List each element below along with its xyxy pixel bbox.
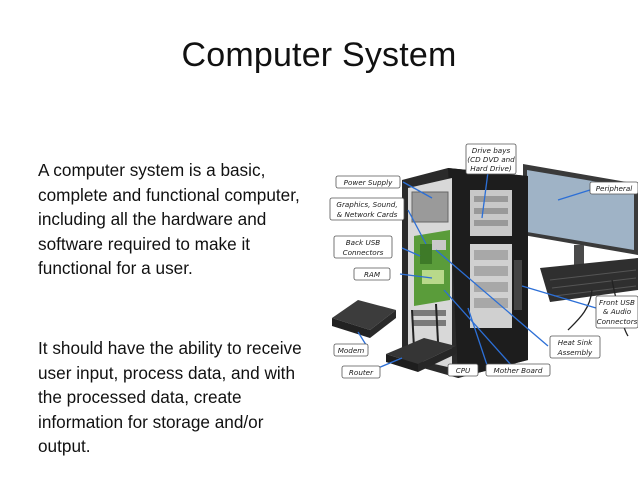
drive-bays-label-line-3: Hard Drive) xyxy=(470,164,512,173)
abilities-paragraph: It should have the ability to receive us… xyxy=(38,338,302,457)
drive-bays-label-line-2: (CD DVD and xyxy=(467,155,515,164)
slide-title: Computer System xyxy=(181,36,457,74)
back-usb-label-line-1: Back USB xyxy=(346,238,381,247)
front-usb-label-line-1: Front USB xyxy=(599,298,635,307)
front-usb-label-line-2: & Audio xyxy=(603,307,632,316)
keyboard-illustration xyxy=(540,258,638,302)
heat-sink-label-line-2: Assembly xyxy=(557,348,593,357)
peripheral-label: Peripheral xyxy=(596,184,633,193)
peripheral-label-box xyxy=(589,181,638,195)
ram-label: RAM xyxy=(364,270,381,279)
cpu-label: CPU xyxy=(456,366,471,375)
mother-board-label: Mother Board xyxy=(494,366,543,375)
tower-case-illustration xyxy=(402,168,528,378)
drive-bays-label-box xyxy=(465,143,517,175)
router-label: Router xyxy=(349,368,374,377)
graphics-label-box xyxy=(329,197,405,221)
front-usb-label-box xyxy=(595,295,638,329)
router-illustration xyxy=(386,303,456,372)
router-label-box xyxy=(341,365,381,379)
back-usb-label-box xyxy=(333,235,393,259)
power-supply-label-box xyxy=(335,175,401,189)
computer-components-diagram: Drive bays (CD DVD and Hard Drive) Power… xyxy=(328,140,638,390)
mother-board-label-box xyxy=(485,363,551,377)
modem-label-box xyxy=(333,343,369,357)
heat-sink-label-box xyxy=(549,335,601,359)
monitor-illustration xyxy=(523,164,638,276)
graphics-label-line-1: Graphics, Sound, xyxy=(336,200,397,209)
modem-label: Modem xyxy=(338,346,365,355)
drive-bays-label-line-1: Drive bays xyxy=(472,146,511,155)
heat-sink-label-line-1: Heat Sink xyxy=(558,338,593,347)
power-supply-label: Power Supply xyxy=(344,178,394,187)
leader-lines xyxy=(357,171,597,369)
graphics-label-line-2: & Network Cards xyxy=(337,210,398,219)
definition-paragraph: A computer system is a basic, complete a… xyxy=(38,160,300,279)
ram-label-box xyxy=(353,267,391,281)
cpu-label-box xyxy=(447,363,479,377)
modem-illustration xyxy=(332,300,396,338)
front-usb-label-line-3: Connectors xyxy=(597,317,638,326)
back-usb-label-line-2: Connectors xyxy=(343,248,384,257)
